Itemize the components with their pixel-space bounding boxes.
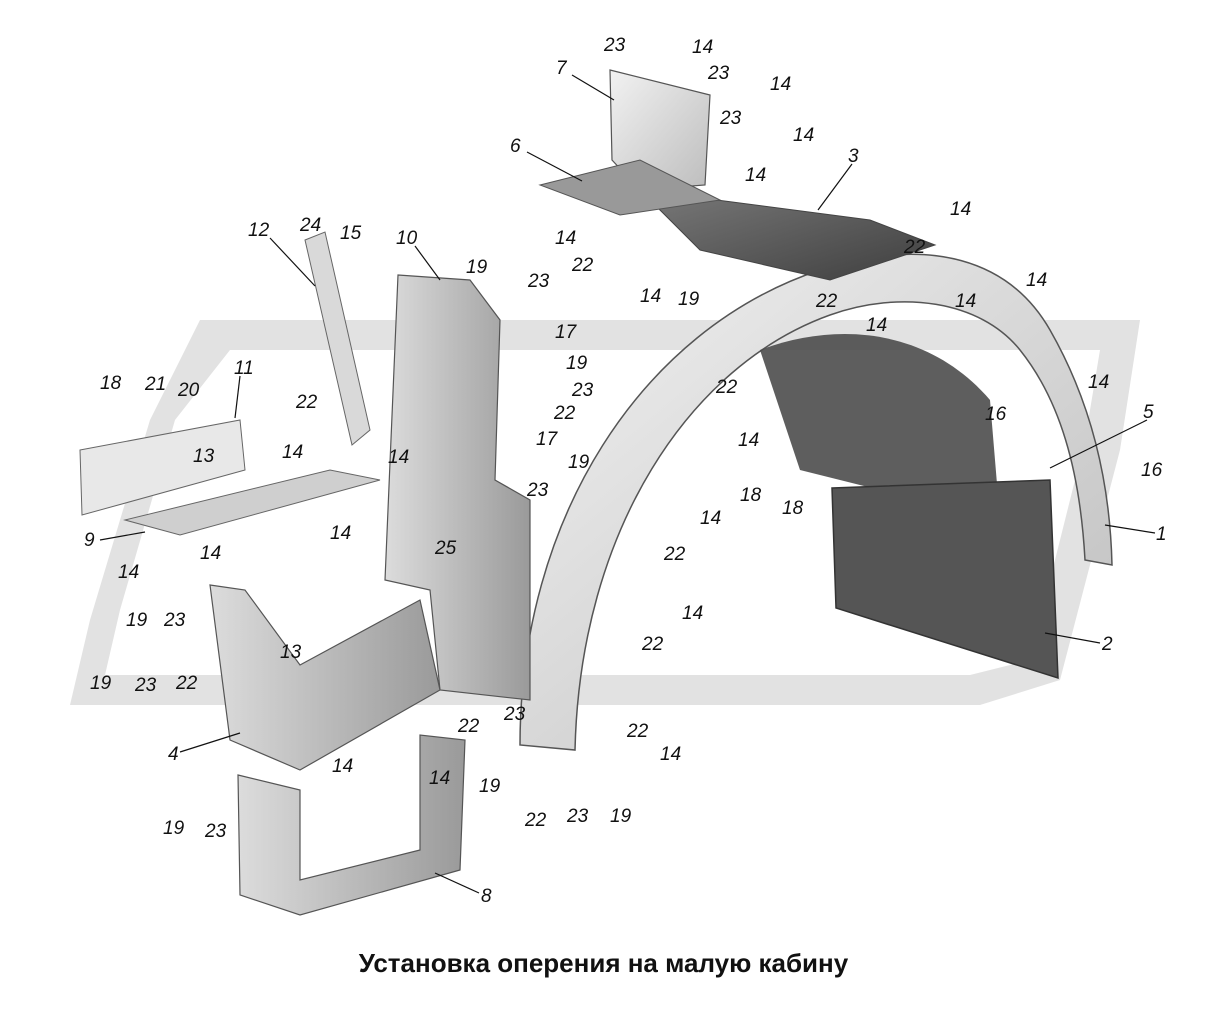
callout-14: 14 bbox=[332, 756, 353, 777]
callout-14: 14 bbox=[793, 125, 814, 146]
callout-14: 14 bbox=[330, 523, 351, 544]
callout-14: 14 bbox=[950, 199, 971, 220]
callout-19: 19 bbox=[566, 353, 588, 374]
callout-2: 2 bbox=[1101, 634, 1113, 655]
mudflap bbox=[831, 479, 1059, 680]
callout-19: 19 bbox=[126, 610, 148, 631]
brace-bar bbox=[304, 231, 371, 446]
callout-20: 20 bbox=[177, 380, 200, 401]
callout-22: 22 bbox=[815, 291, 838, 312]
callout-14: 14 bbox=[282, 442, 303, 463]
callout-19: 19 bbox=[610, 806, 632, 827]
lower-step-bracket bbox=[209, 584, 441, 771]
callout-19: 19 bbox=[568, 452, 590, 473]
callout-24: 24 bbox=[299, 215, 321, 236]
callout-14: 14 bbox=[682, 603, 703, 624]
callout-22: 22 bbox=[457, 716, 480, 737]
callout-18: 18 bbox=[100, 373, 122, 394]
callout-10: 10 bbox=[396, 228, 418, 249]
callout-23: 23 bbox=[527, 271, 550, 292]
callout-22: 22 bbox=[295, 392, 318, 413]
callouts: 1 2 3 4 5 6 7 8 9 10 11 12 13 13 14 14 1… bbox=[84, 35, 1167, 907]
callout-14: 14 bbox=[955, 291, 976, 312]
callout-19: 19 bbox=[466, 257, 488, 278]
callout-14: 14 bbox=[770, 74, 791, 95]
callout-9: 9 bbox=[84, 530, 95, 551]
callout-18: 18 bbox=[740, 485, 762, 506]
upper-step bbox=[79, 419, 381, 536]
callout-22: 22 bbox=[553, 403, 576, 424]
callout-14: 14 bbox=[738, 430, 759, 451]
callout-16: 16 bbox=[985, 404, 1007, 425]
upper-bracket bbox=[538, 69, 722, 216]
callout-22: 22 bbox=[903, 237, 926, 258]
callout-23: 23 bbox=[603, 35, 626, 56]
callout-23: 23 bbox=[503, 704, 526, 725]
callout-18: 18 bbox=[782, 498, 804, 519]
callout-19: 19 bbox=[678, 289, 700, 310]
callout-22: 22 bbox=[715, 377, 738, 398]
callout-8: 8 bbox=[481, 886, 492, 907]
callout-23: 23 bbox=[204, 821, 227, 842]
callout-22: 22 bbox=[524, 810, 547, 831]
callout-5: 5 bbox=[1143, 402, 1154, 423]
callout-23: 23 bbox=[526, 480, 549, 501]
callout-22: 22 bbox=[626, 721, 649, 742]
callout-15: 15 bbox=[340, 223, 362, 244]
callout-1: 1 bbox=[1156, 524, 1167, 545]
callout-14: 14 bbox=[660, 744, 681, 765]
fender-arch bbox=[519, 189, 1113, 751]
callout-14: 14 bbox=[200, 543, 221, 564]
callout-13: 13 bbox=[193, 446, 215, 467]
callout-14: 14 bbox=[388, 447, 409, 468]
callout-17: 17 bbox=[536, 429, 559, 450]
callout-14: 14 bbox=[429, 768, 450, 789]
callout-19: 19 bbox=[479, 776, 501, 797]
callout-22: 22 bbox=[571, 255, 594, 276]
callout-23: 23 bbox=[707, 63, 730, 84]
lower-step bbox=[237, 734, 466, 916]
callout-14: 14 bbox=[640, 286, 661, 307]
callout-21: 21 bbox=[144, 374, 166, 395]
callout-14: 14 bbox=[866, 315, 887, 336]
callout-3: 3 bbox=[848, 146, 859, 167]
diagram-caption: Установка оперения на малую кабину bbox=[358, 948, 849, 978]
callout-14: 14 bbox=[745, 165, 766, 186]
callout-22: 22 bbox=[641, 634, 664, 655]
callout-23: 23 bbox=[566, 806, 589, 827]
callout-25: 25 bbox=[434, 538, 457, 559]
callout-13b: 13 bbox=[280, 642, 302, 663]
callout-17: 17 bbox=[555, 322, 578, 343]
callout-12: 12 bbox=[248, 220, 270, 241]
callout-19: 19 bbox=[163, 818, 185, 839]
callout-4: 4 bbox=[168, 744, 179, 765]
callout-23: 23 bbox=[571, 380, 594, 401]
callout-14: 14 bbox=[1088, 372, 1109, 393]
callout-23: 23 bbox=[134, 675, 157, 696]
callout-14: 14 bbox=[555, 228, 576, 249]
callout-14: 14 bbox=[1026, 270, 1047, 291]
callout-6: 6 bbox=[510, 136, 521, 157]
step-panel bbox=[384, 274, 531, 701]
callout-14: 14 bbox=[118, 562, 139, 583]
callout-22: 22 bbox=[175, 673, 198, 694]
callout-7: 7 bbox=[556, 58, 568, 79]
callout-19: 19 bbox=[90, 673, 112, 694]
callout-11: 11 bbox=[234, 358, 254, 379]
callout-16: 16 bbox=[1141, 460, 1163, 481]
callout-23: 23 bbox=[719, 108, 742, 129]
callout-22: 22 bbox=[663, 544, 686, 565]
callout-14: 14 bbox=[692, 37, 713, 58]
callout-14: 14 bbox=[700, 508, 721, 529]
callout-23: 23 bbox=[163, 610, 186, 631]
